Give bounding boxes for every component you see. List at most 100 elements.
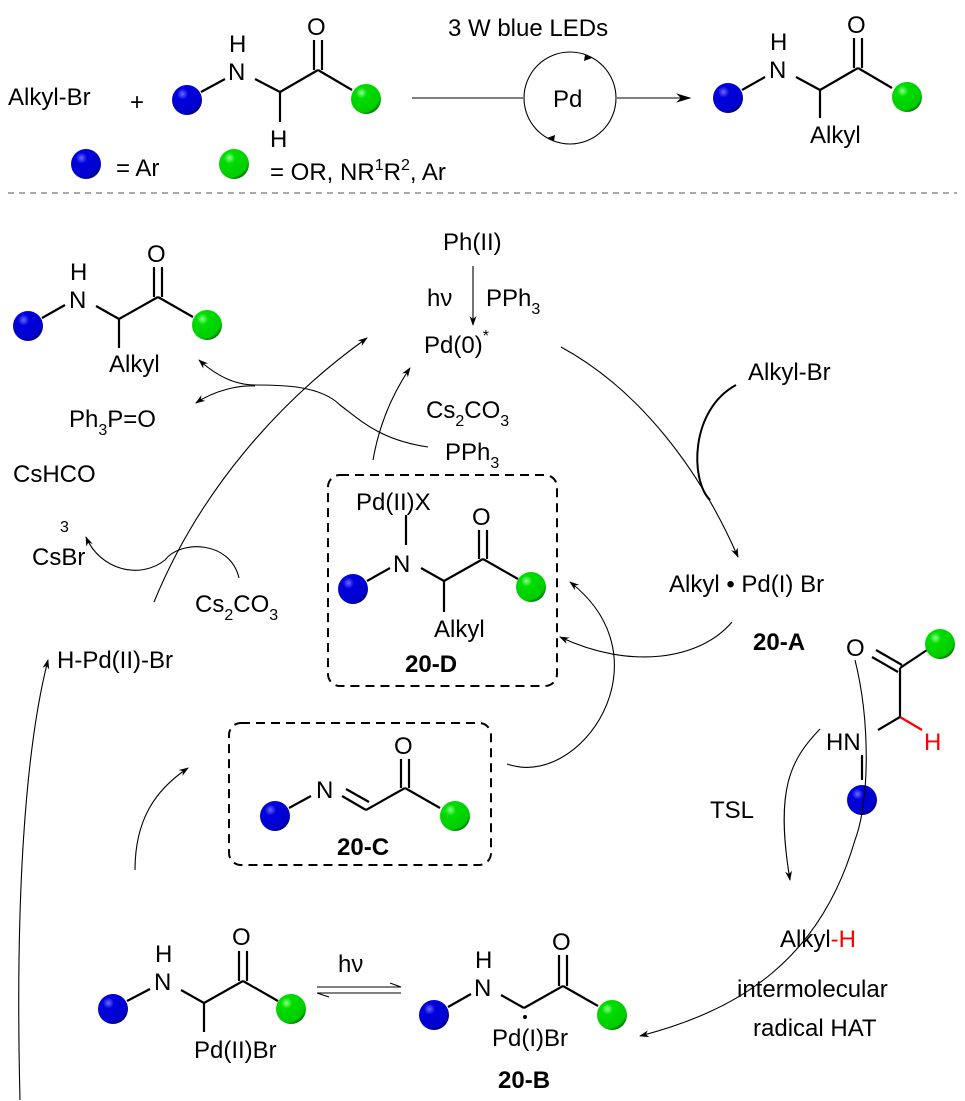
cycle-arrowhead-top	[584, 55, 592, 61]
carbonyl-oxygen: O	[307, 14, 326, 41]
carbonyl-oxygen: O	[394, 733, 413, 760]
top-reaction: Alkyl-Br + H N H O 3 W blue LEDs Pd	[8, 12, 922, 186]
nh-hydrogen: H	[475, 947, 492, 974]
intermediate-20d-box	[327, 474, 558, 687]
alkyl-h-byproduct: Alkyl-H	[780, 926, 856, 953]
pd-i-br-label: Pd(I)Br	[492, 1025, 568, 1052]
cycle-arrowhead-bottom	[547, 135, 555, 141]
aryl-ball	[338, 574, 368, 604]
arrow-tsl-to-alkylh	[783, 728, 821, 881]
arrow-pd0-to-20a	[560, 346, 739, 558]
h-pd-br-label: H-Pd(II)-Br	[57, 647, 173, 674]
r-group-ball	[516, 572, 546, 602]
r-group-ball	[351, 84, 381, 114]
hv-label: hν	[427, 285, 452, 312]
aryl-ball	[98, 994, 128, 1024]
tsl-label: TSL	[710, 797, 754, 824]
cs2co3-label-left: Cs2CO3	[195, 591, 278, 624]
pd-source-label: Ph(II)	[443, 229, 502, 256]
conditions-label: 3 W blue LEDs	[448, 15, 608, 42]
nh-nitrogen: N	[228, 59, 245, 86]
intermediate-20d: Pd(II)X N Alkyl O 20-D	[327, 474, 558, 687]
cs2co3-label-top: Cs2CO3	[426, 397, 509, 430]
pph3-label-top: PPh3	[486, 285, 540, 318]
carbonyl-oxygen: O	[552, 929, 571, 956]
legend-blue-ball	[71, 149, 101, 179]
arrow-beta-hydride	[18, 659, 50, 1101]
nh-nitrogen: N	[474, 975, 491, 1002]
intermediate-20d-label: 20-D	[405, 651, 457, 678]
hat-label-line2: radical HAT	[753, 1015, 877, 1042]
carbonyl-oxygen: O	[232, 924, 251, 951]
intermediate-20a-label: 20-A	[753, 629, 805, 656]
aryl-ball	[13, 311, 43, 341]
pd-ii-x-label: Pd(II)X	[356, 489, 431, 516]
catalytic-cycle-circle	[523, 51, 617, 145]
hv-equilibrium-label: hν	[338, 951, 363, 978]
legend: = Ar = OR, NR1R2, Ar	[71, 149, 446, 186]
intermediate-20a-formula: Alkyl • Pd(I) Br	[669, 571, 824, 598]
pd-ii-br-label: Pd(II)Br	[194, 1037, 277, 1064]
aryl-ball	[713, 83, 743, 113]
plus-sign: +	[130, 89, 144, 116]
intermediate-20c-box	[228, 722, 492, 866]
arrow-to-20c	[134, 767, 189, 871]
r-group-ball	[892, 82, 922, 112]
reactant-alkyl-br: Alkyl-Br	[8, 84, 91, 111]
intermediate-20b-label: 20-B	[498, 1067, 550, 1094]
alpha-hydrogen: H	[270, 126, 287, 153]
nh-nitrogen: N	[69, 287, 86, 314]
product-top: H N Alkyl O	[713, 12, 922, 149]
legend-blue-definition: = Ar	[116, 155, 159, 182]
aryl-ball	[260, 801, 290, 831]
arrow-ph3po-release	[195, 385, 256, 404]
nh-hydrogen: H	[770, 29, 787, 56]
hn-group: HN	[826, 729, 861, 756]
r-group-ball	[192, 310, 222, 340]
alkyl-substituent: Alkyl	[434, 616, 485, 643]
r-group-ball	[276, 994, 306, 1024]
pd2-alkyl-complex: H N Pd(II)Br O	[98, 924, 306, 1064]
pd0-excited: Pd(0)*	[424, 328, 489, 359]
arrow-20d-to-pd0	[372, 367, 411, 461]
radical-dot	[523, 1015, 527, 1019]
intermediate-20b: H N Pd(I)Br O 20-B	[419, 929, 627, 1094]
carbonyl-oxygen: O	[847, 12, 866, 39]
nh-hydrogen: H	[70, 259, 87, 286]
reactant-glycine-derivative: H N H O	[172, 14, 381, 153]
n-atom: N	[393, 551, 410, 578]
hat-label-line1: intermolecular	[737, 976, 888, 1003]
nh-nitrogen: N	[154, 969, 171, 996]
abstracted-hydrogen: H	[924, 729, 941, 756]
arrow-hpdbr-to-pd0	[153, 337, 368, 603]
carbonyl-oxygen: O	[846, 635, 865, 662]
alkyl-br-reagent: Alkyl-Br	[748, 359, 831, 386]
carbonyl-oxygen: O	[472, 504, 491, 531]
nh-hydrogen: H	[155, 941, 172, 968]
intermediate-20c-label: 20-C	[337, 834, 389, 861]
r-group-ball	[597, 1000, 627, 1030]
product-left: H N Alkyl O	[13, 241, 222, 378]
aryl-ball	[847, 785, 877, 815]
nh-nitrogen: N	[769, 57, 786, 84]
pph3-label-mid: PPh3	[445, 439, 499, 472]
arrow-20c-to-20d	[506, 581, 615, 768]
r-group-ball	[440, 801, 470, 831]
arrow-20a-to-20d	[559, 621, 733, 658]
arrow-base-to-csbr	[85, 536, 240, 579]
aryl-ball	[419, 1000, 449, 1030]
legend-green-definition: = OR, NR1R2, Ar	[270, 157, 446, 186]
legend-green-ball	[219, 149, 249, 179]
r-group-ball	[925, 629, 955, 659]
nh-hydrogen: H	[229, 31, 246, 58]
aryl-ball	[172, 85, 202, 115]
cshco3-subscript: 3	[60, 519, 69, 536]
catalyst-pd: Pd	[553, 86, 582, 113]
arrow-product-release	[198, 359, 429, 448]
substrate-right: O H HN	[826, 629, 955, 815]
n-atom: N	[316, 777, 333, 804]
ph3po-label: Ph3P=O	[69, 406, 156, 439]
intermediate-20c: N O 20-C	[228, 722, 492, 866]
alkyl-substituent: Alkyl	[109, 351, 160, 378]
